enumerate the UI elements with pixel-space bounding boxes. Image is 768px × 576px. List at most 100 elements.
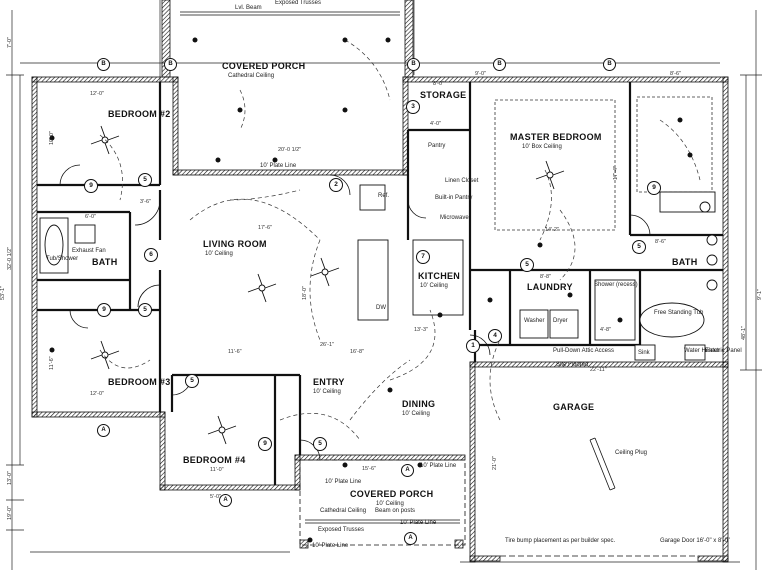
tag-5-d: 5 — [520, 258, 534, 272]
note-tire-bump: Tire bump placement as per builder spec. — [505, 538, 616, 544]
dim-9b: 9'-1" — [757, 289, 763, 300]
note-tub-shower: Tub/Shower — [46, 256, 79, 262]
note-built-in-pantry: Built-in Pantry — [435, 195, 473, 201]
room-master-bedroom: MASTER BEDROOM — [510, 132, 602, 142]
grid-marker-a-3: A — [401, 464, 414, 477]
tag-4: 4 — [488, 329, 502, 343]
grid-marker-b-1: B — [97, 58, 110, 71]
tag-9-d: 9 — [647, 181, 661, 195]
dim-6: 6'-0" — [85, 214, 96, 220]
room-bath-right: BATH — [672, 257, 698, 267]
room-storage: STORAGE — [420, 90, 467, 100]
tag-5-a: 5 — [138, 173, 152, 187]
dim-living-width2: 11'-6" — [228, 349, 242, 355]
tag-5-f: 5 — [313, 437, 327, 451]
note-sink: Sink — [638, 350, 650, 356]
dim-master-width: 14'-2" — [545, 227, 560, 233]
note-plate-line-1: 10' Plate Line — [260, 163, 297, 169]
left-dimension-lines — [6, 10, 24, 570]
tag-6-a: 6 — [144, 248, 158, 262]
dim-garage-height: 21'-0" — [492, 455, 498, 470]
note-exposed-trusses: Exposed Trusses — [275, 0, 322, 6]
note-dryer: Dryer — [553, 318, 568, 324]
exterior-walls — [31, 76, 729, 563]
note-porch-bottom-ceiling: 10' Ceiling — [376, 501, 404, 507]
dim-bed4-width: 11'-0" — [210, 467, 224, 473]
note-free-standing-tub: Free Standing Tub — [654, 310, 704, 316]
dim-kitchen-width: 13'-3" — [414, 327, 429, 333]
note-plate-line-5: 10' Plate Line — [312, 543, 349, 549]
dim-laundry-width: 8'-8" — [540, 274, 551, 280]
tag-9-b: 9 — [97, 303, 111, 317]
dim-hall-width: 16'-8" — [350, 349, 365, 355]
dim-porch-top-width: 20'-0 1/2" — [278, 147, 302, 153]
dim-overall-right: 48'-1" — [741, 325, 747, 340]
note-kitchen-ceiling: 10' Ceiling — [420, 283, 448, 289]
tag-9-a: 9 — [84, 179, 98, 193]
grid-marker-b-2: B — [164, 58, 177, 71]
tag-3: 3 — [406, 100, 420, 114]
right-dimension-lines — [740, 10, 762, 570]
tag-7: 7 — [416, 250, 430, 264]
note-electric-panel: Electric Panel — [705, 348, 742, 354]
tag-5-c: 5 — [185, 374, 199, 388]
room-bedroom-3: BEDROOM #3 — [108, 377, 171, 387]
dim-3: 3'-6" — [140, 199, 151, 205]
dim-storage-width: 8'-0" — [433, 81, 444, 87]
dim-7: 7'-0" — [7, 37, 13, 48]
dim-bath-right-width: 8'-6" — [670, 71, 681, 77]
dim-bed3-height: 11'-6" — [49, 356, 55, 370]
note-living-ceiling: 10' Ceiling — [205, 251, 233, 257]
room-entry: ENTRY — [313, 377, 345, 387]
grid-marker-a-2: A — [219, 494, 232, 507]
note-exhaust-fan: Exhaust Fan — [72, 248, 106, 254]
note-microwave: Microwave — [440, 215, 469, 221]
note-pantry: Pantry — [428, 143, 446, 149]
grid-marker-a-4: A — [404, 532, 417, 545]
note-site-floored: Site Floored — [556, 362, 589, 368]
note-washer: Washer — [524, 318, 545, 324]
tag-5-b: 5 — [138, 303, 152, 317]
room-covered-porch-bottom: COVERED PORCH — [350, 489, 434, 499]
room-bedroom-2: BEDROOM #2 — [108, 109, 171, 119]
dim-porch-bottom-width: 15'-6" — [362, 466, 377, 472]
dim-53: 53'-1" — [0, 285, 6, 300]
note-linen-closet: Linen Closet — [445, 178, 479, 184]
tag-5-e: 5 — [632, 240, 646, 254]
dim-master-height: 17'-4" — [613, 165, 619, 180]
note-exposed-trusses-2: Exposed Trusses — [318, 527, 365, 533]
note-beam-on-posts: Beam on posts — [375, 508, 416, 514]
note-porch-bottom-cathedral: Cathedral Ceiling — [320, 508, 367, 514]
tag-1: 1 — [466, 339, 480, 353]
note-dw: DW — [376, 305, 386, 311]
dim-5: 5'-0" — [210, 494, 221, 500]
grid-marker-b-3: B — [407, 58, 420, 71]
note-entry-ceiling: 10' Ceiling — [313, 389, 341, 395]
room-covered-porch-top: COVERED PORCH — [222, 61, 306, 71]
room-dining: DINING — [402, 399, 436, 409]
dim-living-width: 17'-6" — [258, 225, 273, 231]
dim-shower-width: 4'-8" — [600, 327, 611, 333]
room-bath-left: BATH — [92, 257, 118, 267]
note-plate-line-3: 10' Plate Line — [325, 479, 362, 485]
note-plate-line-4: 10' Plate Line — [400, 520, 437, 526]
note-water-heater: Water Heater — [684, 348, 720, 354]
dim-living-height: 18'-0" — [302, 285, 308, 300]
note-ceiling-plug: Ceiling Plug — [615, 450, 648, 456]
dim-bed2-width: 12'-0" — [90, 91, 105, 97]
dim-13: 13'-0" — [7, 470, 13, 485]
note-porch-top-ceiling: Cathedral Ceiling — [228, 73, 275, 79]
note-dining-ceiling: 10' Ceiling — [402, 411, 430, 417]
dim-bed2-height: 10'-0" — [49, 130, 55, 145]
grid-marker-b-4: B — [493, 58, 506, 71]
dim-19: 19'-0" — [7, 505, 13, 520]
room-kitchen: KITCHEN — [418, 271, 461, 281]
ceiling-fans — [90, 125, 565, 445]
dim-9: 9'-0" — [475, 71, 486, 77]
dim-4: 4'-0" — [430, 121, 441, 127]
dim-8b: 8'-6" — [655, 239, 666, 245]
note-shower: Shower (recess) — [594, 282, 638, 288]
note-ref: Ref. — [378, 193, 390, 199]
dim-bed3-width: 12'-0" — [90, 391, 105, 397]
